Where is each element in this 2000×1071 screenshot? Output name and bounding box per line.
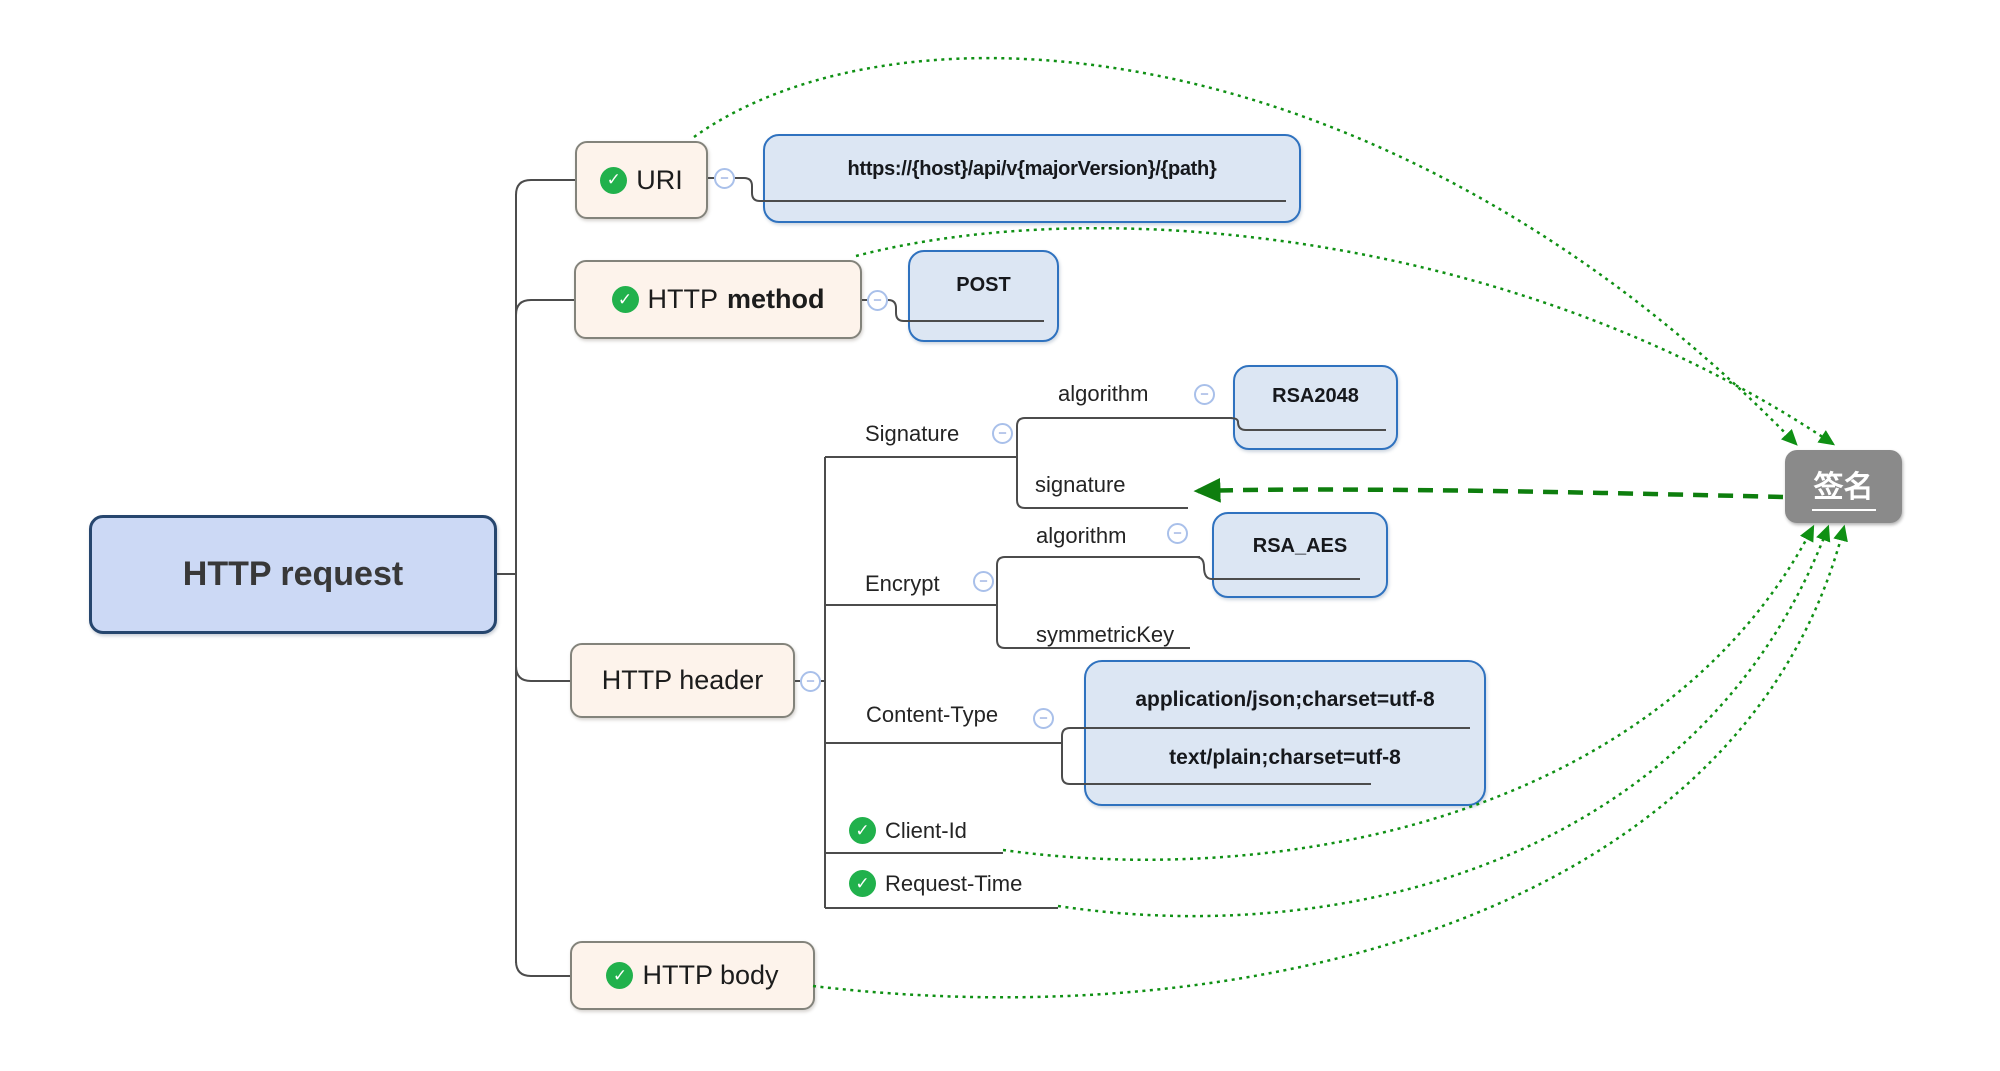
http-request-label: HTTP request <box>182 555 404 593</box>
uri-node[interactable]: ✓ URI <box>575 141 708 219</box>
content-type-topic[interactable]: Content-Type <box>866 702 999 727</box>
signature-algorithm-value-box[interactable]: RSA2048 <box>1233 365 1398 450</box>
client-id-topic[interactable]: ✓ Client-Id <box>849 817 967 844</box>
content-type-collapse-toggle[interactable]: − <box>1033 708 1054 729</box>
symmetric-key-topic[interactable]: symmetricKey <box>1036 622 1175 647</box>
uri-collapse-toggle[interactable]: − <box>714 168 735 189</box>
signature-algorithm-topic[interactable]: algorithm <box>1058 381 1149 406</box>
encrypt-group-topic[interactable]: Encrypt <box>865 571 940 596</box>
encrypt-algorithm-topic[interactable]: algorithm <box>1036 523 1127 548</box>
signature-collapse-toggle[interactable]: − <box>992 423 1013 444</box>
check-icon: ✓ <box>606 962 634 989</box>
sign-node[interactable]: 签名 <box>1785 450 1902 523</box>
signature-algorithm-collapse-toggle[interactable]: − <box>1194 384 1215 405</box>
http-method-node[interactable]: ✓ HTTP method <box>574 260 862 339</box>
http-header-label: HTTP header <box>601 665 764 695</box>
uri-value: https://{host}/api/v{majorVersion}/{path… <box>847 158 1217 180</box>
method-collapse-toggle[interactable]: − <box>867 290 888 311</box>
request-time-label: Request-Time <box>885 870 1023 896</box>
encrypt-algorithm-collapse-toggle[interactable]: − <box>1167 523 1188 544</box>
http-header-node[interactable]: HTTP header <box>570 643 795 718</box>
signature-group-topic[interactable]: Signature <box>865 421 960 446</box>
content-type-value-text[interactable]: text/plain;charset=utf-8 <box>1169 746 1401 769</box>
check-icon: ✓ <box>849 870 876 897</box>
sign-label: 签名 <box>1811 462 1876 511</box>
http-method-label-normal: HTTP <box>647 284 719 314</box>
method-value-box[interactable]: POST <box>908 250 1059 342</box>
method-value: POST <box>956 273 1011 296</box>
request-time-topic[interactable]: ✓ Request-Time <box>849 870 1022 897</box>
uri-value-box[interactable]: https://{host}/api/v{majorVersion}/{path… <box>763 134 1301 223</box>
check-icon: ✓ <box>611 286 639 313</box>
root-trunk-connector <box>497 179 575 977</box>
header-collapse-toggle[interactable]: − <box>800 671 821 692</box>
http-body-node[interactable]: ✓ HTTP body <box>570 941 815 1010</box>
signature-field-topic[interactable]: signature <box>1035 472 1126 497</box>
http-method-label-bold: method <box>727 284 825 314</box>
encrypt-collapse-toggle[interactable]: − <box>973 571 994 592</box>
client-id-label: Client-Id <box>885 817 967 843</box>
encrypt-algorithm-value-box[interactable]: RSA_AES <box>1212 512 1388 598</box>
link-sign-to-signature-arrow <box>1193 477 1784 503</box>
content-type-value-json[interactable]: application/json;charset=utf-8 <box>1135 688 1435 711</box>
check-icon: ✓ <box>849 817 876 844</box>
encrypt-algorithm-value: RSA_AES <box>1252 534 1348 557</box>
http-body-label: HTTP body <box>642 960 779 990</box>
http-request-node[interactable]: HTTP request <box>89 515 497 634</box>
uri-label: URI <box>636 164 683 195</box>
signature-algorithm-value: RSA2048 <box>1272 385 1359 407</box>
check-icon: ✓ <box>600 166 628 194</box>
